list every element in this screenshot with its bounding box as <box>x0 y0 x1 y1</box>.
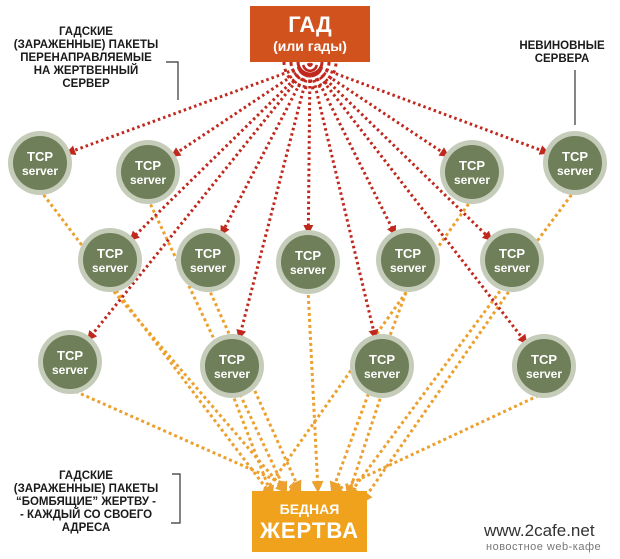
server-label-line1: TCP <box>97 246 123 261</box>
attack-packet-arrow <box>303 63 314 236</box>
server-circle <box>548 136 602 190</box>
server-label-line1: TCP <box>27 149 53 164</box>
server-label-line1: TCP <box>499 246 525 261</box>
attack-source-rings <box>282 61 338 90</box>
server-label-line1: TCP <box>295 248 321 263</box>
server-label-line2: server <box>364 367 400 381</box>
label-leaders <box>166 61 576 524</box>
server-label-line1: TCP <box>195 246 221 261</box>
server-circle <box>43 335 97 389</box>
reflected-packet-arrow <box>345 392 384 498</box>
server-label-line1: TCP <box>395 246 421 261</box>
server-circle <box>485 233 539 287</box>
server-label-line2: server <box>22 164 58 178</box>
server-label-line2: server <box>52 363 88 377</box>
attacker-subtitle: (или гады) <box>273 38 347 54</box>
reflected-packet-arrow <box>330 391 545 494</box>
server-circle <box>445 145 499 199</box>
server-circle <box>181 233 235 287</box>
server-label-line2: server <box>526 367 562 381</box>
server-circle <box>83 233 137 287</box>
attack-packet-arrow <box>86 63 312 341</box>
server-label-line1: TCP <box>459 158 485 173</box>
attack-packet-arrow <box>220 63 312 237</box>
server-label-line2: server <box>494 261 530 275</box>
server-circle <box>205 339 259 393</box>
server-label-line1: TCP <box>135 158 161 173</box>
attack-packet-arrow <box>309 62 550 155</box>
attack-packet-arrow <box>308 62 493 242</box>
server-label-line1: TCP <box>369 352 395 367</box>
server-label-line2: server <box>454 173 490 187</box>
server-circle <box>281 235 335 289</box>
reflected-packet-arrow <box>230 392 274 498</box>
attack-packet-arrow <box>309 62 450 158</box>
server-label-line1: TCP <box>531 352 557 367</box>
attack-packet-arrow <box>170 62 311 158</box>
attack-packet-arrow <box>308 63 397 236</box>
server-label-line1: TCP <box>57 348 83 363</box>
server-label-line2: server <box>557 164 593 178</box>
watermark-site: www.2cafe.net <box>484 521 595 540</box>
server-label-line2: server <box>92 261 128 275</box>
server-circle <box>121 145 175 199</box>
server-circle <box>13 136 67 190</box>
attacker-box: ГАД (или гады) <box>250 6 370 62</box>
server-label-line1: TCP <box>562 149 588 164</box>
reflected-packet-arrow <box>306 288 324 493</box>
watermark-tagline: новостное web-кафе <box>486 541 602 553</box>
innocent-servers-label: НЕВИНОВНЫЕ СЕРВЕРА <box>519 40 605 65</box>
infected-redirected-label: ГАДСКИЕ (ЗАРАЖЕННЫЕ) ПАКЕТЫ ПЕРЕНАПРАВЛЯ… <box>13 26 159 90</box>
attack-packet-arrow <box>308 63 528 345</box>
server-circle <box>355 339 409 393</box>
server-label-line2: server <box>190 261 226 275</box>
reflected-packet-arrow <box>38 189 274 498</box>
server-circle <box>381 233 435 287</box>
server-label-line2: server <box>390 261 426 275</box>
server-label-line2: server <box>130 173 166 187</box>
attack-packet-arrow <box>308 63 379 340</box>
attacker-title: ГАД <box>288 12 332 37</box>
victim-title-top: БЕДНАЯ <box>279 500 340 517</box>
victim-box: БЕДНАЯ ЖЕРТВА <box>252 491 367 552</box>
victim-title-bottom: ЖЕРТВА <box>259 517 360 543</box>
reflected-packet-arrow <box>360 286 514 504</box>
attack-packet-arrow <box>129 62 312 242</box>
server-circle <box>517 339 571 393</box>
attack-packet-arrow <box>65 62 311 155</box>
reflected-packet-arrow <box>206 286 302 493</box>
infected-bombing-label: ГАДСКИЕ (ЗАРАЖЕННЫЕ) ПАКЕТЫ “БОМБЯЩИЕ” Ж… <box>13 470 159 534</box>
server-label-line1: TCP <box>219 352 245 367</box>
server-label-line2: server <box>290 263 326 277</box>
server-label-line2: server <box>214 367 250 381</box>
